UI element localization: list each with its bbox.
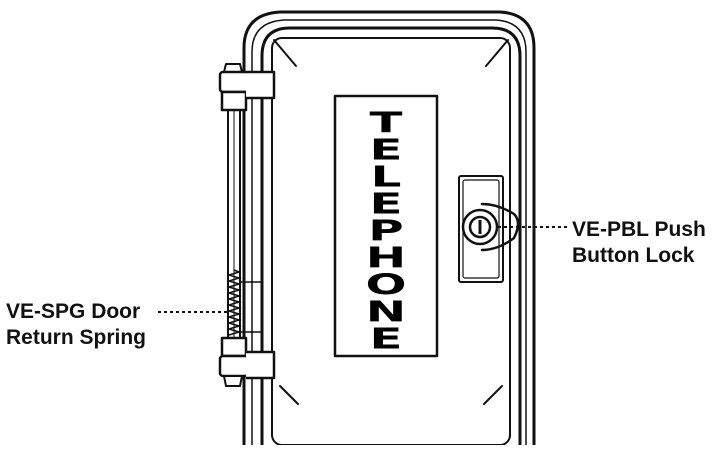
sign-letter: O <box>365 268 406 301</box>
hinge-bottom-nut <box>223 375 243 387</box>
sign-letter: T <box>370 106 403 139</box>
hinge-top-bracket <box>218 70 250 94</box>
hinge-top-block <box>220 90 248 112</box>
hinge-bottom-bracket <box>218 354 250 378</box>
spring-callout-label: VE-SPG Door Return Spring <box>6 299 146 351</box>
spring-label-line-2: Return Spring <box>6 326 146 349</box>
spring-label-line-1: VE-SPG Door <box>6 300 141 323</box>
lock-callout-label: VE-PBL Push Button Lock <box>572 217 706 269</box>
sign-letter: H <box>366 241 406 274</box>
hinge-bottom-block <box>220 336 248 358</box>
push-button-lock-icon <box>461 208 499 246</box>
sign-letter: E <box>370 187 403 220</box>
bevel-line-bottom-right <box>483 385 503 405</box>
hinge-top-arm <box>246 70 276 100</box>
bevel-line-top-right <box>485 39 509 67</box>
door-outline <box>260 26 522 447</box>
lock-recess <box>458 175 504 283</box>
sign-panel <box>333 94 439 358</box>
hinge-bottom-arm <box>246 350 276 380</box>
sign-letter: N <box>366 295 406 328</box>
sign-letter: L <box>371 160 402 193</box>
sign-lettering: T E L E P H O N E <box>365 106 406 355</box>
door-return-spring-icon <box>226 269 262 336</box>
enclosure-cap-inner <box>251 19 527 446</box>
enclosure-outer-shell <box>242 10 536 447</box>
lock-label-line-1: VE-PBL Push <box>572 218 706 241</box>
lock-label-line-2: Button Lock <box>572 244 695 267</box>
hinge-assembly <box>218 63 276 387</box>
sign-letter: P <box>368 214 403 247</box>
sign-letter: E <box>370 133 403 166</box>
lock-housing <box>480 202 520 252</box>
bevel-line-top-left <box>273 39 297 67</box>
bevel-line-bottom-left <box>279 385 299 405</box>
sign-letter: E <box>370 322 403 355</box>
